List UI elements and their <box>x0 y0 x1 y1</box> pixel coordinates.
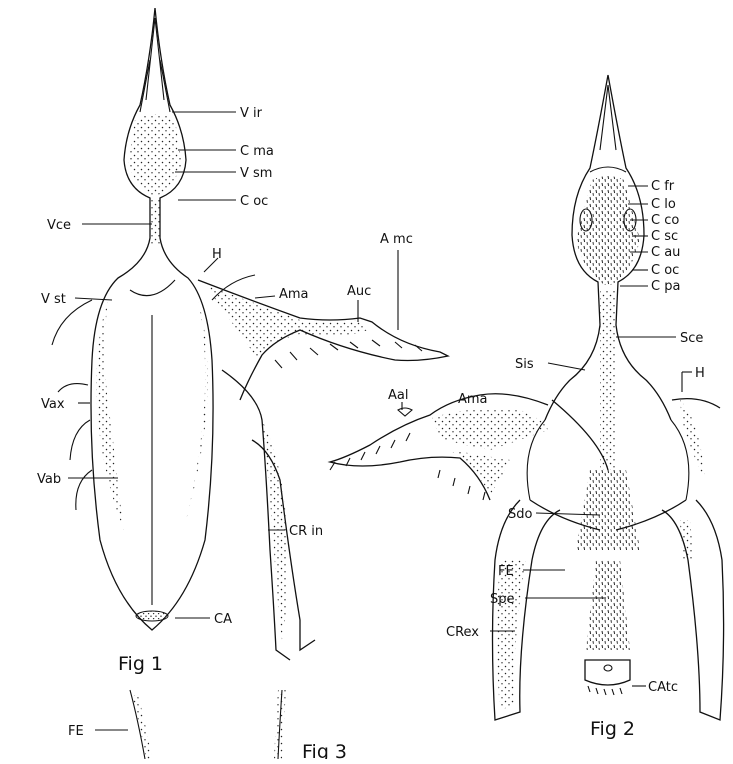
fig2-labels: C fr C lo C co C sc C au C oc C pa Sce S… <box>388 179 705 695</box>
label-coc2: C oc <box>651 263 679 278</box>
label-cfr: C fr <box>651 179 675 194</box>
label-sdo: Sdo <box>508 507 533 522</box>
label-cma: C ma <box>240 144 274 159</box>
label-spe: Spe <box>490 592 515 607</box>
label-crin: CR in <box>289 524 323 539</box>
label-fe: FE <box>498 564 514 579</box>
label-vir: V ir <box>240 106 263 121</box>
label-vab: Vab <box>37 472 61 487</box>
label-csc: C sc <box>651 229 678 244</box>
label-h2: H <box>695 366 705 381</box>
figure-3-drawing <box>130 690 286 759</box>
label-aal: Aal <box>388 388 408 403</box>
label-vax: Vax <box>41 397 65 412</box>
label-sce: Sce <box>680 331 703 346</box>
label-fe3: FE <box>68 724 84 739</box>
fig2-caption: Fig 2 <box>590 718 635 740</box>
label-clo: C lo <box>651 197 676 212</box>
figure-captions: Fig 1 Fig 2 Fig 3 <box>118 653 635 759</box>
label-cco: C co <box>651 213 679 228</box>
label-vce: Vce <box>47 218 71 233</box>
label-amc: A mc <box>380 232 413 247</box>
label-ama2: Ama <box>458 392 488 407</box>
label-auc: Auc <box>347 284 371 299</box>
label-coc: C oc <box>240 194 268 209</box>
label-vsm: V sm <box>240 166 272 181</box>
label-h: H <box>212 247 222 262</box>
label-catc: CAtc <box>648 680 678 695</box>
label-cau: C au <box>651 245 680 260</box>
label-ama: Ama <box>279 287 309 302</box>
label-sis: Sis <box>515 357 534 372</box>
label-cpa: C pa <box>651 279 680 294</box>
fig3-caption: Fig 3 <box>302 741 347 759</box>
fig3-labels: FE <box>68 724 84 739</box>
label-crex: CRex <box>446 625 479 640</box>
fig1-caption: Fig 1 <box>118 653 163 675</box>
label-vst: V st <box>41 292 66 307</box>
fig1-labels: V ir C ma V sm C oc Vce H Ama Auc A mc V… <box>37 106 413 627</box>
label-ca: CA <box>214 612 232 627</box>
